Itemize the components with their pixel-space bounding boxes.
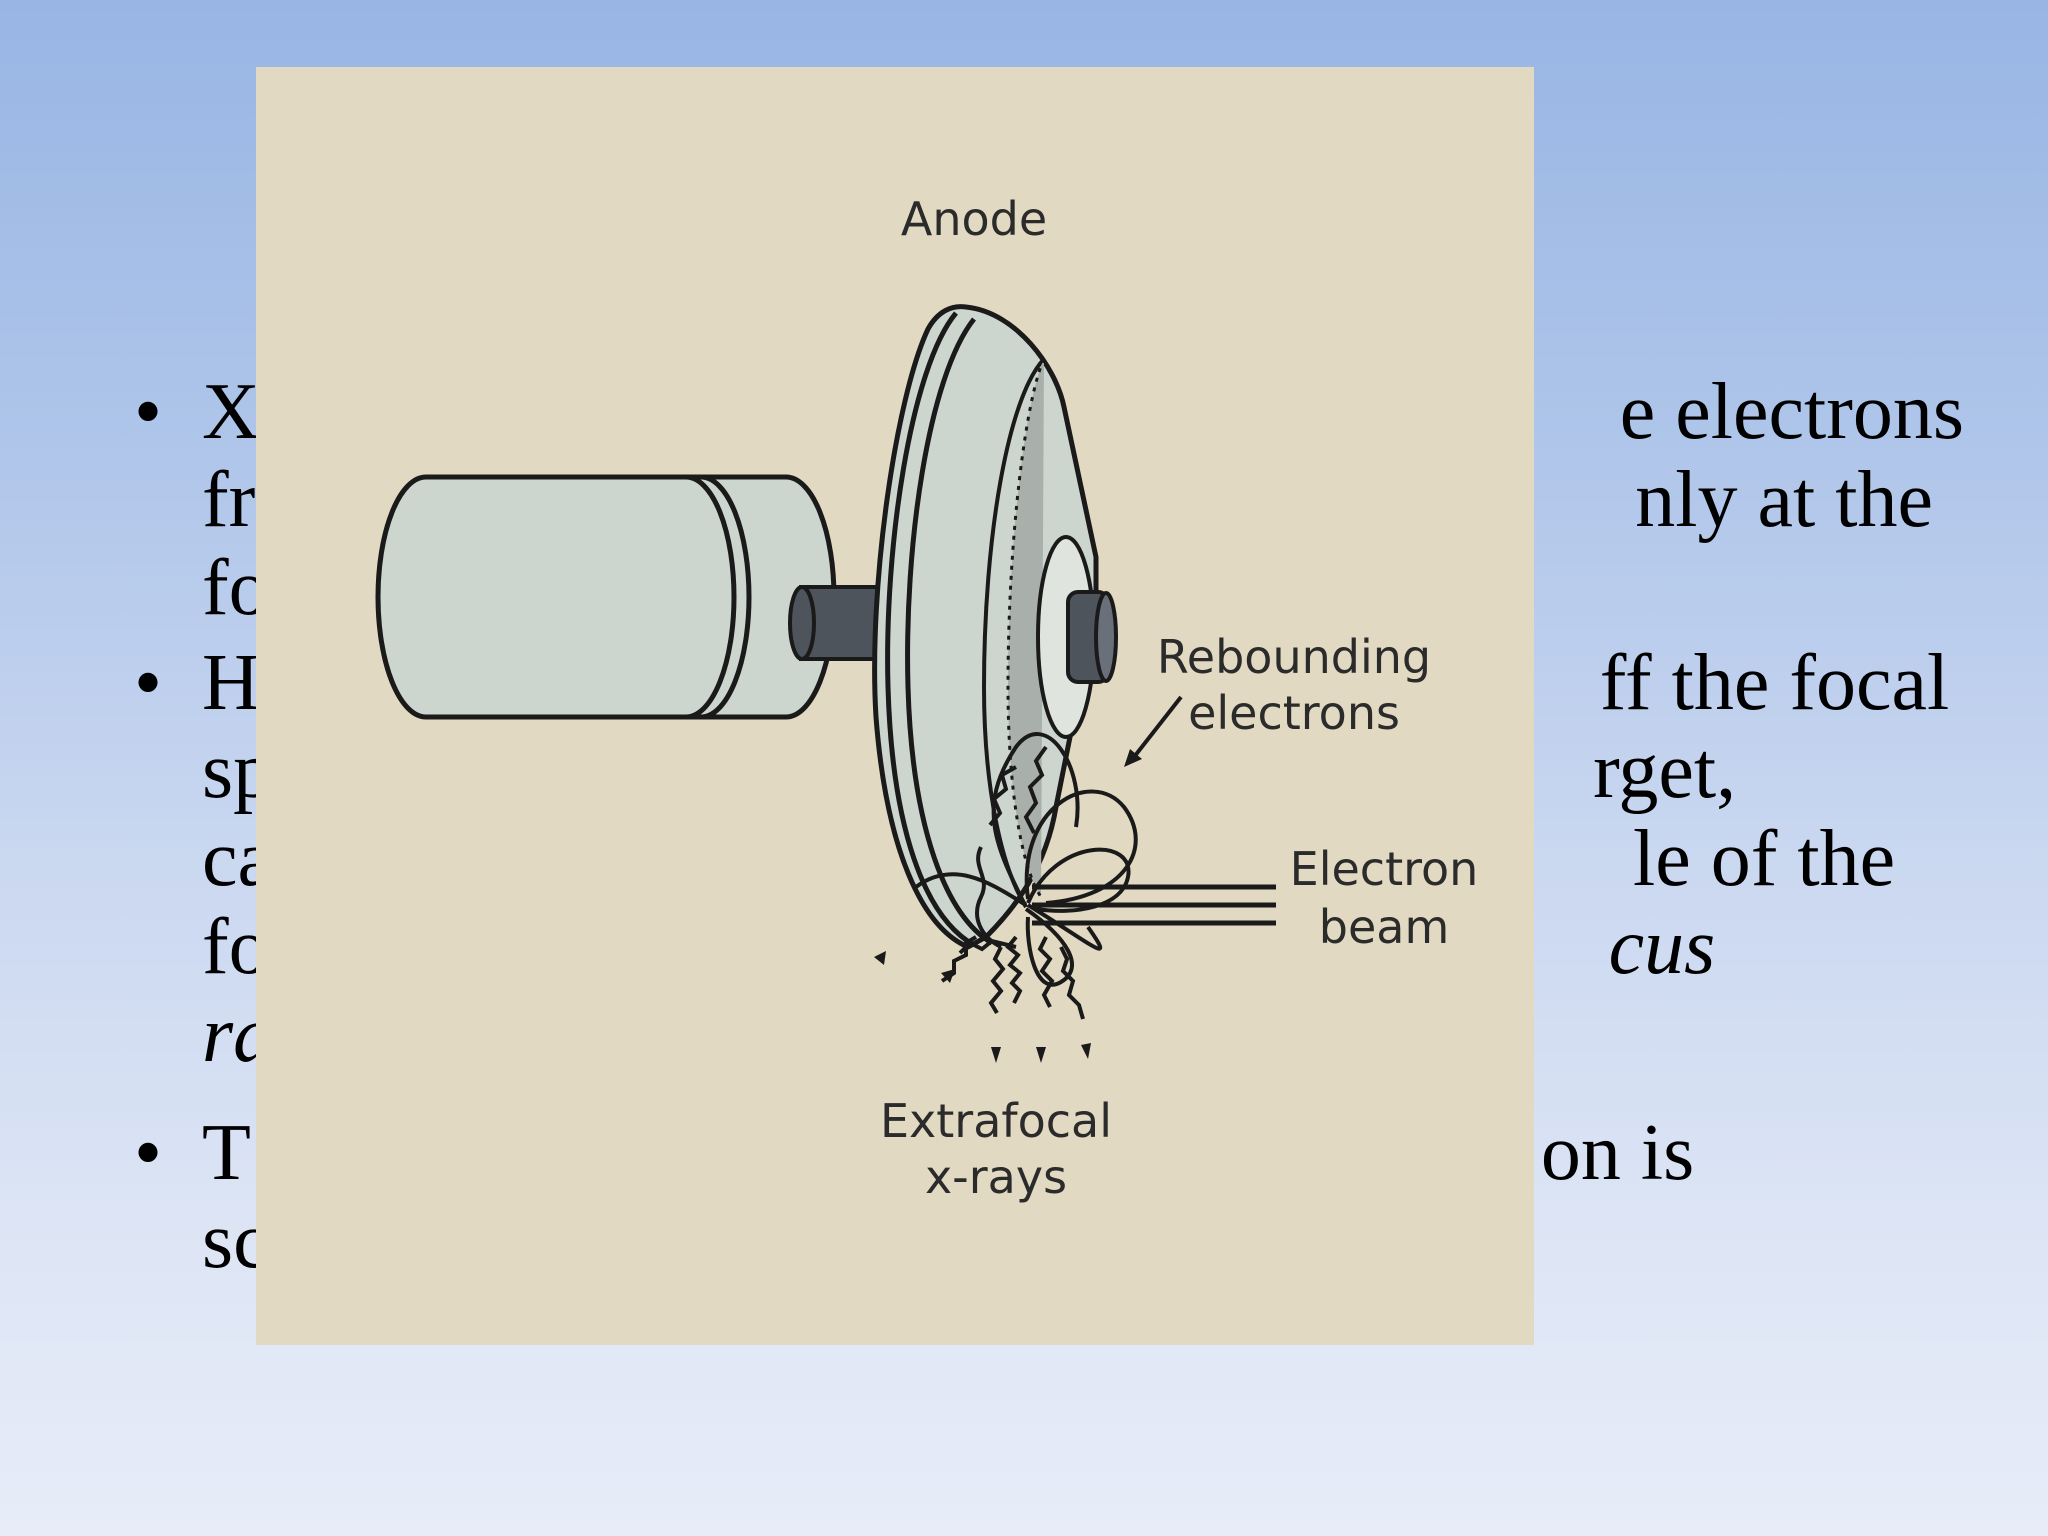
bullet-dot: • (133, 368, 162, 456)
anode-illustration: Anode Rebounding electrons Electron beam… (256, 67, 1534, 1345)
arrowheads (874, 951, 1091, 1063)
rebounding-electrons-label-line1: Rebounding (1157, 630, 1431, 684)
extrafocal-xrays-label-line2: x-rays (925, 1150, 1067, 1204)
extrafocal-xray-arrows (940, 745, 1085, 1020)
rebounding-pointer-arrow (1124, 695, 1183, 767)
bullet-text-fragment: nly at the (1635, 456, 1933, 544)
bullet-text-fragment: rget, (1593, 727, 1737, 815)
rebounding-electrons-label-line2: electrons (1188, 686, 1400, 740)
extrafocal-xrays-label-line1: Extrafocal (880, 1094, 1112, 1148)
bullet-text-fragment: cus (1608, 903, 1716, 991)
bullet-text-fragment: fr (202, 456, 256, 544)
bullet-text-fragment: T (202, 1109, 251, 1197)
anode-diagram: Anode Rebounding electrons Electron beam… (256, 67, 1534, 1345)
bullet-dot: • (133, 639, 162, 727)
rebounding-electron-loops (914, 732, 1138, 987)
bullet-text-fragment: on is (1540, 1109, 1695, 1197)
bullet-text-fragment: H (202, 639, 260, 727)
electron-beam-label-line2: beam (1319, 900, 1450, 954)
anode-label: Anode (901, 192, 1047, 246)
electron-beam-lines (1032, 884, 1276, 926)
bullet-text-fragment: e electrons (1619, 368, 1965, 456)
bullet-text-fragment: le of the (1633, 815, 1896, 903)
bullet-dot: • (133, 1109, 162, 1197)
electron-beam-label-line1: Electron (1290, 842, 1479, 896)
rotor-cylinder (375, 474, 837, 720)
bullet-text-fragment: ff the focal (1599, 639, 1950, 727)
anode-hub (1066, 590, 1118, 684)
bullet-text-fragment: X (202, 368, 260, 456)
